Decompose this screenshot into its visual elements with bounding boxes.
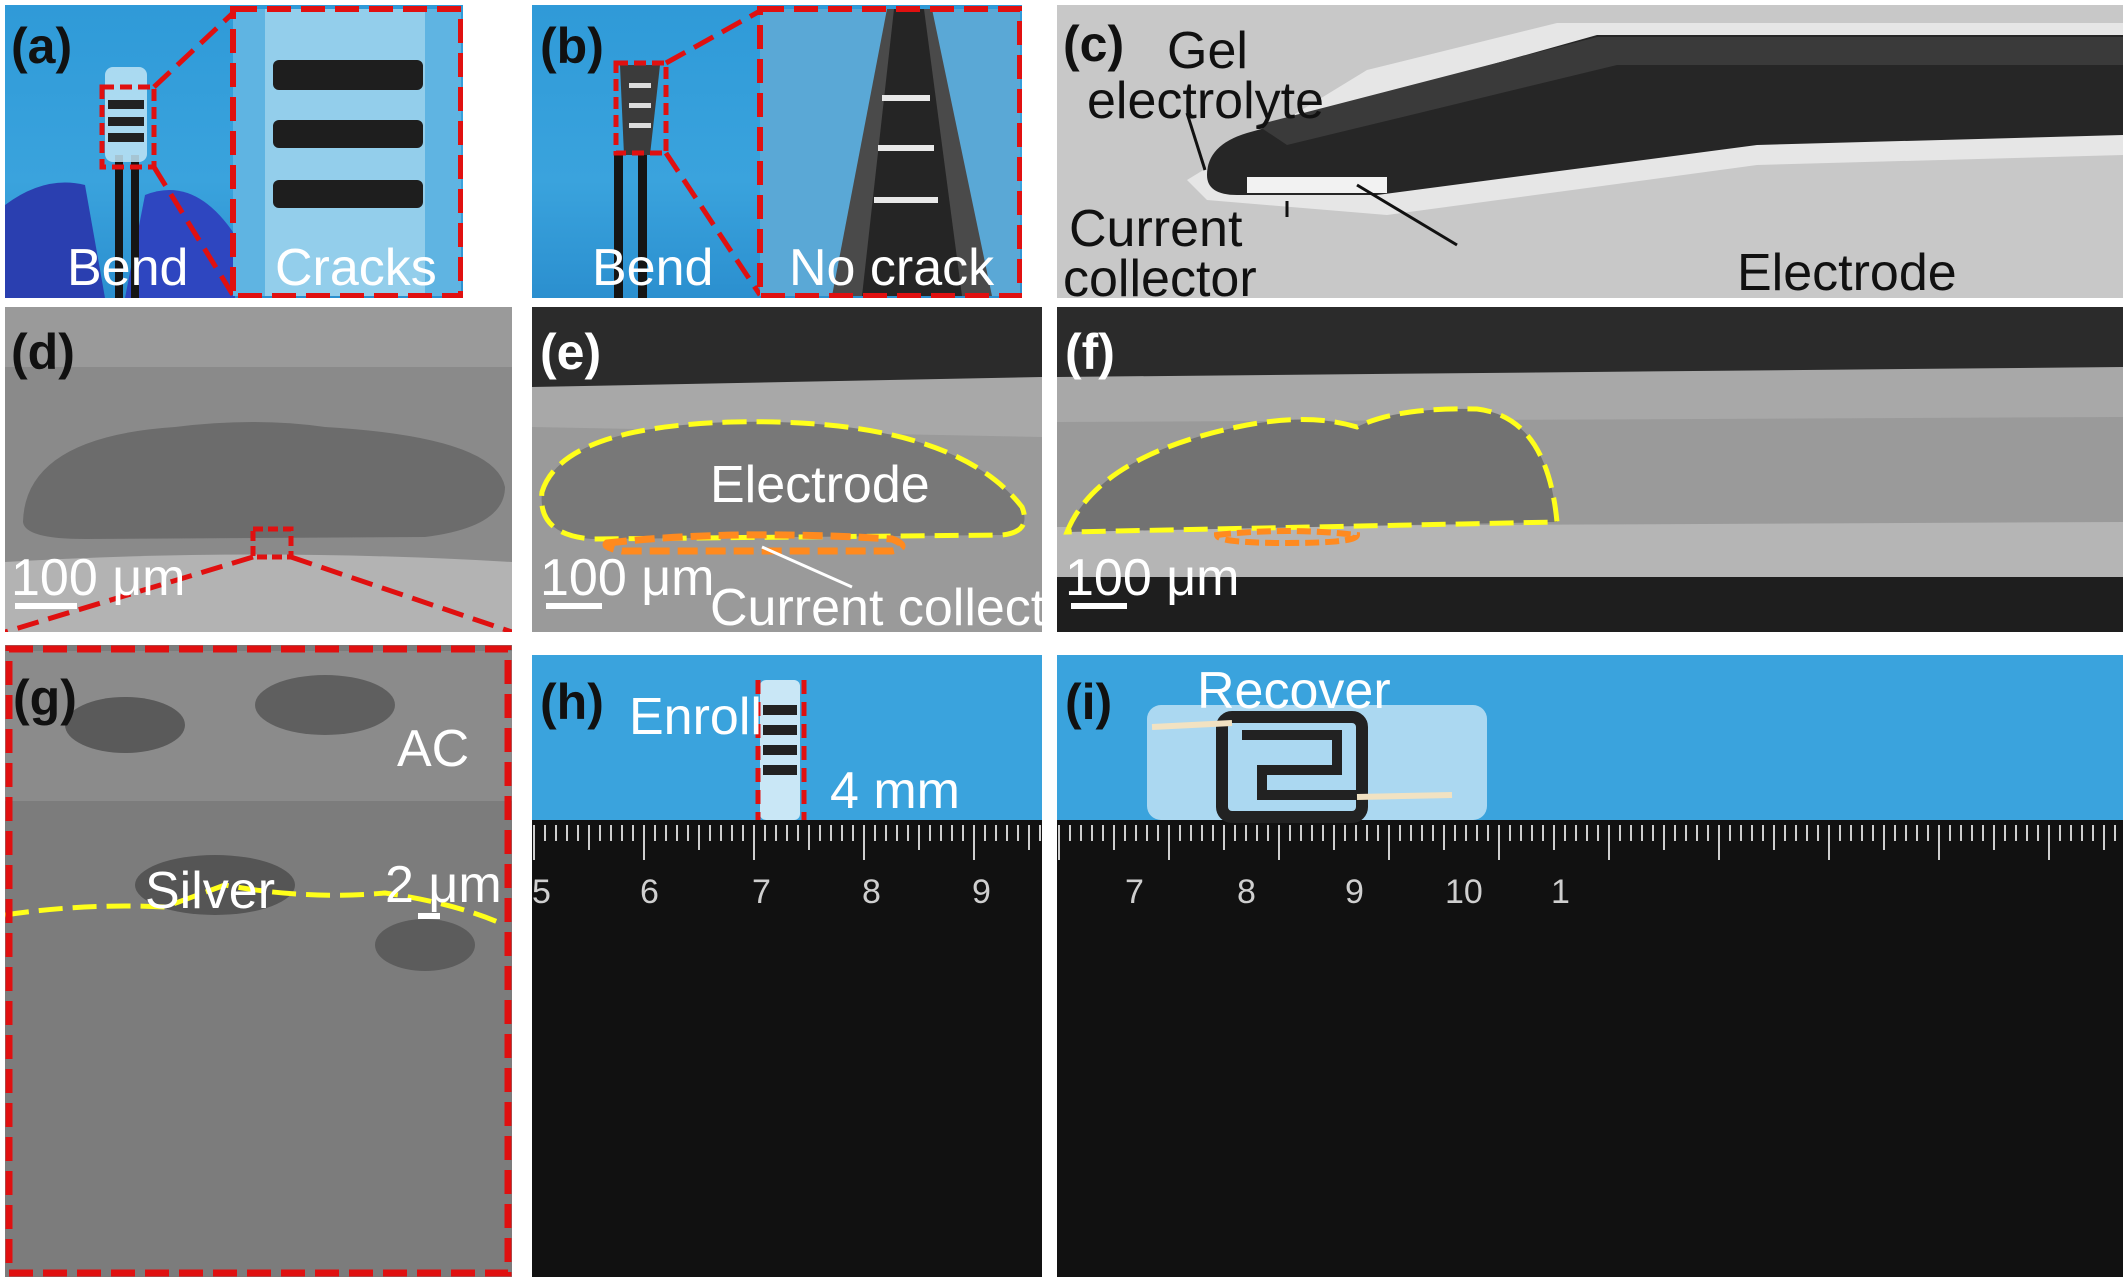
b-bend-caption: Bend (592, 239, 714, 297)
e-scale-bar-label: 100 μm (540, 549, 715, 607)
panel-label-f: (f) (1065, 324, 1115, 380)
panel-i: (i) Recover 7 8 9 10 1 (1057, 655, 2123, 1277)
h-enroll-label: Enroll (629, 688, 762, 746)
g-scale-bar-label: 2 μm (385, 856, 502, 914)
a-bend-caption: Bend (67, 239, 189, 297)
h-tick-8: 8 (862, 873, 881, 911)
c-gel-label-1: Gel (1167, 22, 1248, 80)
i-tick-7: 7 (1125, 873, 1144, 911)
a-cracks-caption: Cracks (275, 239, 437, 297)
panel-label-g: (g) (13, 670, 77, 726)
h-tick-9: 9 (972, 873, 991, 911)
i-tick-10: 10 (1445, 873, 1483, 911)
e-collector-label: Current collector (710, 579, 1042, 632)
panel-c: (c) Gel electrolyte Current collector El… (1057, 5, 2123, 298)
f-scale-bar-label: 100 μm (1065, 549, 1240, 607)
panel-label-d: (d) (11, 324, 75, 380)
panel-label-e: (e) (540, 324, 602, 380)
panel-g-sem (5, 645, 512, 1277)
panel-label-i: (i) (1065, 674, 1113, 730)
i-tick-11: 1 (1551, 873, 1570, 911)
panel-b: (b) Bend No crack (532, 5, 1022, 298)
g-silver-label: Silver (145, 862, 276, 920)
h-tick-5: 5 (532, 873, 551, 911)
panel-i-photo (1057, 705, 2123, 1277)
panel-b-graphic (613, 6, 1022, 298)
h-tick-7: 7 (752, 873, 771, 911)
panel-g: (g) AC Silver 2 μm (5, 645, 512, 1277)
panel-d: (d) 100 μm (5, 307, 512, 632)
i-tick-9: 9 (1345, 873, 1364, 911)
panel-f: (f) 100 μm (1057, 307, 2123, 632)
c-collector-label-1: Current (1069, 200, 1243, 258)
panel-label-b: (b) (540, 18, 604, 74)
panel-e-sem (532, 307, 1042, 632)
i-recover-label: Recover (1197, 662, 1391, 720)
panel-label-a: (a) (11, 18, 73, 74)
h-tick-6: 6 (640, 873, 659, 911)
h-size-label: 4 mm (830, 762, 960, 820)
d-scale-bar-label: 100 μm (11, 549, 186, 607)
panel-label-c: (c) (1063, 16, 1125, 72)
i-tick-8: 8 (1237, 873, 1256, 911)
panel-label-h: (h) (540, 674, 604, 730)
panel-h-photo (532, 680, 1042, 1277)
c-collector-label-2: collector (1063, 250, 1257, 298)
panel-a-graphic (5, 6, 463, 298)
panel-d-sem (5, 307, 512, 632)
panel-f-sem (1057, 307, 2123, 632)
panel-a: (a) Bend Cracks (5, 5, 463, 298)
e-electrode-label: Electrode (710, 456, 930, 514)
panel-e: (e) Electrode 100 μm Current collector (532, 307, 1042, 632)
g-ac-label: AC (397, 720, 470, 778)
b-no-crack-caption: No crack (789, 239, 995, 297)
c-gel-label-2: electrolyte (1087, 72, 1324, 130)
panel-h: (h) Enroll 4 mm 5 6 7 8 9 (532, 655, 1042, 1277)
c-electrode-label: Electrode (1737, 244, 1957, 298)
panel-c-schematic (1185, 23, 2123, 247)
